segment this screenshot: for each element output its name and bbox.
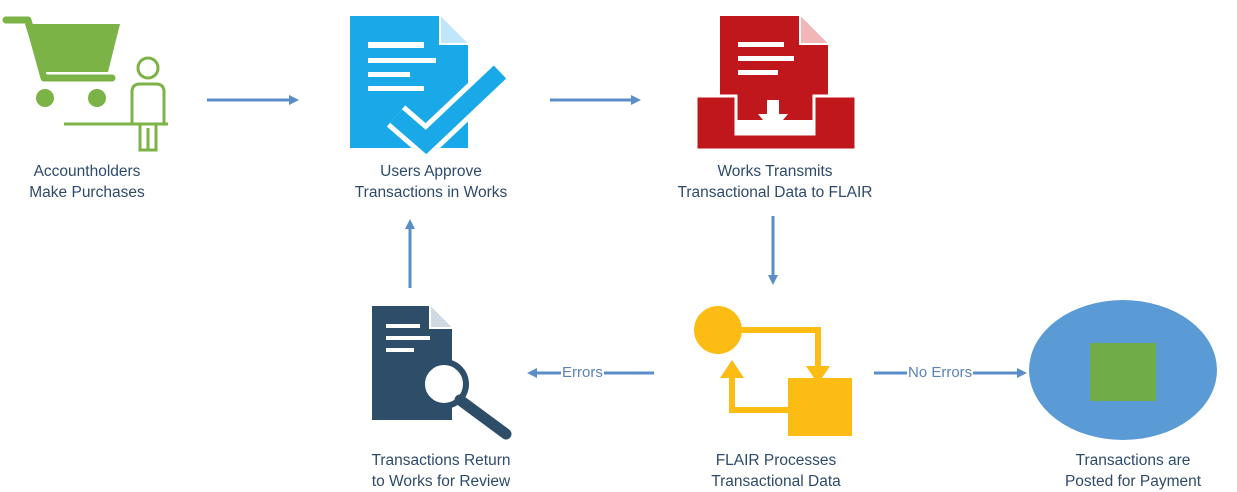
label-line: Works Transmits — [717, 163, 833, 180]
edge-label-no-errors: No Errors — [907, 364, 974, 382]
shopping-cart-person-icon — [2, 16, 168, 152]
label-line: Transactional Data to FLAIR — [677, 184, 873, 201]
node-label-transmit: Works Transmits Transactional Data to FL… — [640, 161, 910, 203]
process-cycle-icon — [694, 306, 852, 436]
label-line: Transactions Return — [371, 452, 511, 469]
node-label-approve: Users Approve Transactions in Works — [320, 161, 542, 203]
label-line: Transactions are — [1075, 452, 1191, 469]
edge-label-errors: Errors — [561, 364, 604, 382]
inbox-tray-download-icon — [694, 16, 858, 152]
document-checkmark-icon — [350, 16, 510, 161]
node-label-process: FLAIR Processes Transactional Data — [665, 450, 887, 492]
label-line: Transactional Data — [711, 473, 841, 490]
label-line: Accountholders — [33, 163, 141, 180]
label-line: to Works for Review — [371, 473, 511, 490]
label-line: Users Approve — [380, 163, 482, 180]
payment-circle-icon — [1029, 300, 1217, 440]
label-line: FLAIR Processes — [715, 452, 837, 469]
node-label-review: Transactions Return to Works for Review — [330, 450, 552, 492]
document-magnifier-icon — [372, 306, 512, 440]
label-line: Make Purchases — [29, 184, 145, 201]
node-label-purchase: Accountholders Make Purchases — [2, 161, 172, 203]
label-line: Transactions in Works — [354, 184, 508, 201]
label-line: Posted for Payment — [1064, 473, 1202, 490]
node-label-posted: Transactions are Posted for Payment — [1030, 450, 1236, 492]
